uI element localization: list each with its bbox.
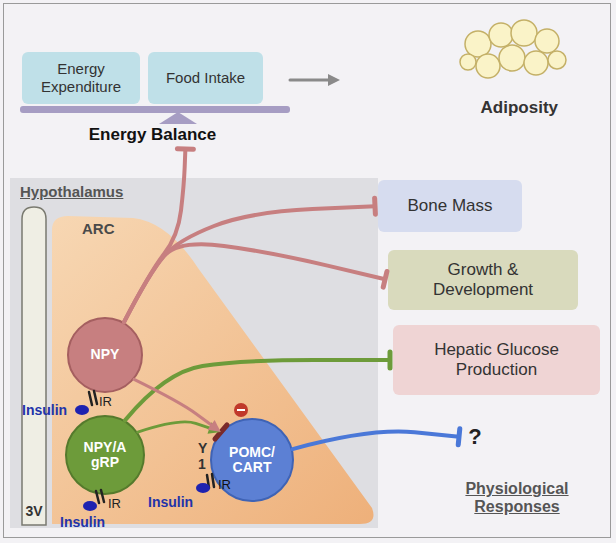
neuron-circle: NPY/A gRP [65, 415, 145, 495]
balance-beam [20, 106, 290, 113]
response-box: Bone Mass [378, 180, 522, 232]
node-text: Bone Mass [407, 196, 492, 216]
process-box: Food Intake [148, 52, 263, 104]
node-text: ARC [82, 220, 115, 238]
annotation-label: Y 1 [198, 440, 209, 472]
annotation-label: Insulin [60, 514, 105, 530]
annotation-label: IR [108, 497, 121, 512]
inhibition-symbol [234, 403, 248, 417]
unknown-response: ? [462, 422, 488, 452]
neuron-circle: NPY [67, 317, 143, 393]
node-text: Hepatic Glucose Production [417, 340, 577, 381]
insulin-receptor [89, 391, 214, 503]
fat-cells [460, 20, 566, 78]
pathway-connector [124, 244, 387, 322]
annotation-label: Insulin [148, 494, 193, 510]
pathway-connector [125, 352, 390, 420]
pathway-connector [290, 74, 340, 86]
annotation-label: IR [218, 478, 231, 493]
node-text: Energy Expenditure [30, 60, 132, 96]
node-text: Growth & Development [418, 260, 548, 301]
node-text: Food Intake [166, 69, 245, 87]
process-box: Energy Expenditure [22, 52, 140, 104]
hypothalamus-panel: Hypothalamus 3V ARC NPY NPY/A gRP POMC/CART [10, 178, 378, 528]
node-text: POMC/CART [227, 445, 277, 476]
node-text: ? [468, 424, 481, 450]
pathway-connector [293, 429, 460, 449]
pathway-connector [124, 149, 193, 322]
pathway-connector [134, 379, 221, 431]
fulcrum [159, 112, 197, 124]
node-text: NPY/A gRP [80, 440, 130, 471]
node-text: Energy Balance [89, 125, 217, 145]
response-box: Hepatic Glucose Production [393, 325, 600, 395]
annotation-label: Insulin [22, 402, 67, 418]
third-ventricle: 3V [16, 205, 52, 528]
node-text: Hypothalamus [20, 183, 123, 201]
annotation-label: Physiological Responses [450, 480, 584, 517]
annotation-label: IR [99, 395, 112, 410]
node-text: NPY [91, 347, 120, 362]
node-text: Adiposity [481, 98, 558, 118]
response-box: Growth & Development [388, 250, 578, 310]
node-text: 3V [25, 503, 42, 520]
